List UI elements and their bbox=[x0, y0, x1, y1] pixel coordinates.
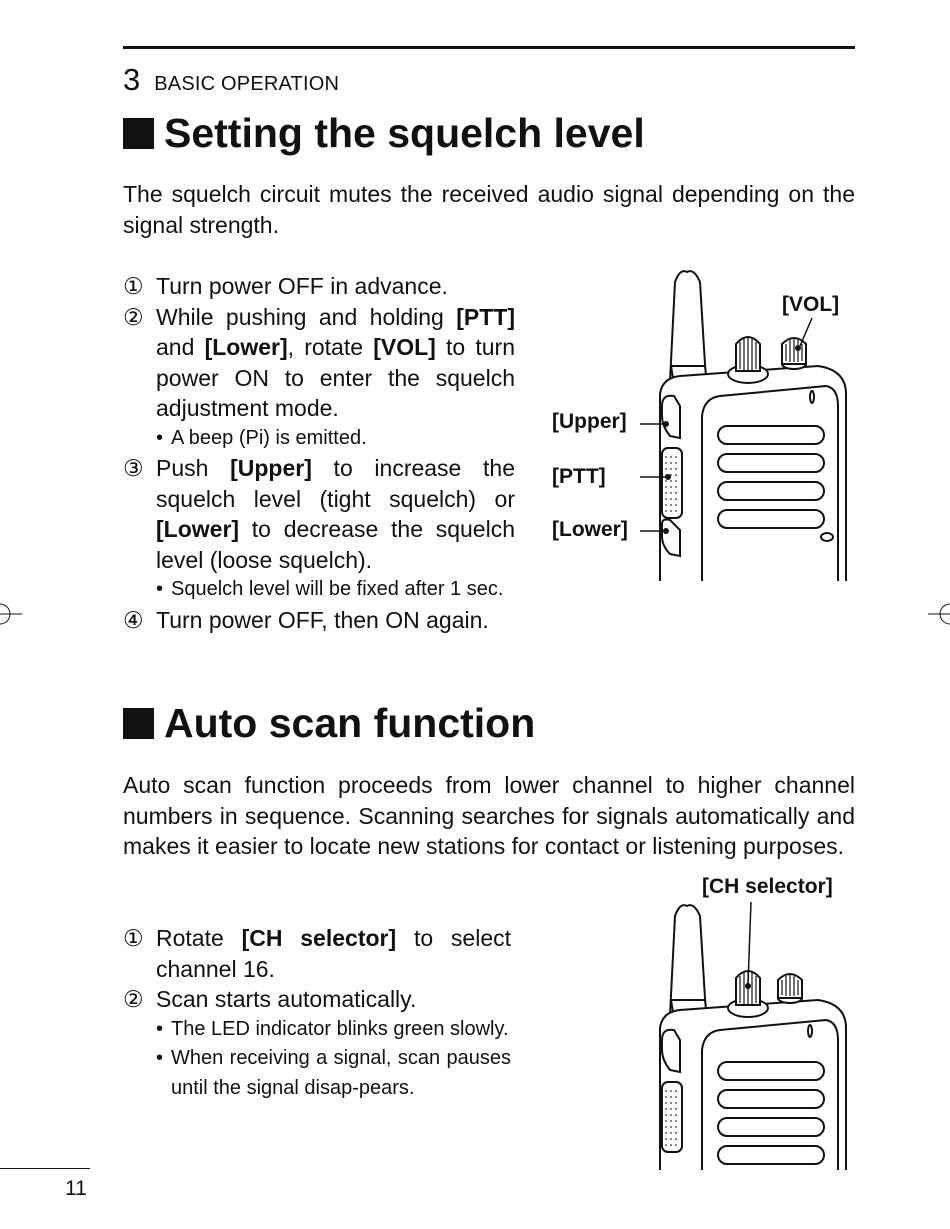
step-2: ② While pushing and holding [PTT] and [L… bbox=[123, 302, 515, 424]
squelch-steps: ① Turn power OFF in advance. ② While pus… bbox=[123, 271, 515, 635]
step-number: ① bbox=[123, 925, 144, 951]
radio-figure-auto-scan bbox=[659, 901, 847, 1170]
label-ch-selector: [CH selector] bbox=[702, 875, 833, 898]
registration-mark-left bbox=[0, 603, 22, 625]
step-number: ④ bbox=[123, 606, 144, 633]
step-text: Push [Upper] to increase the squelch lev… bbox=[156, 455, 515, 573]
label-vol: [VOL] bbox=[782, 293, 840, 316]
step-text: Turn power OFF, then ON again. bbox=[156, 606, 489, 633]
section-heading-squelch: Setting the squelch level bbox=[123, 110, 645, 157]
auto-scan-intro: Auto scan function proceeds from lower c… bbox=[123, 772, 855, 859]
section-title: Auto scan function bbox=[164, 700, 536, 746]
top-rule bbox=[123, 46, 855, 49]
squelch-intro: The squelch circuit mutes the received a… bbox=[123, 181, 855, 238]
step-text: While pushing and holding [PTT] and [Low… bbox=[156, 303, 515, 422]
step-text: Rotate [CH selector] to select channel 1… bbox=[156, 925, 512, 982]
step-number: ② bbox=[123, 986, 144, 1012]
step-1: ① Turn power OFF in advance. bbox=[123, 271, 515, 302]
label-lower: [Lower] bbox=[552, 518, 628, 541]
step-2: ② Scan starts automatically. bbox=[123, 984, 511, 1015]
step-note: • The LED indicator blinks green slowly. bbox=[156, 1017, 509, 1040]
auto-scan-steps: ① Rotate [CH selector] to select channel… bbox=[123, 923, 511, 1103]
page-number: 11 bbox=[65, 1177, 87, 1200]
chapter-title: BASIC OPERATION bbox=[154, 73, 340, 95]
registration-mark-right bbox=[928, 603, 950, 625]
step-4: ④ Turn power OFF, then ON again. bbox=[123, 605, 515, 636]
section-heading-auto-scan: Auto scan function bbox=[123, 700, 535, 747]
label-ptt: [PTT] bbox=[552, 465, 606, 488]
step-1: ① Rotate [CH selector] to select channel… bbox=[123, 923, 511, 984]
step-text: Scan starts automatically. bbox=[156, 986, 417, 1012]
square-bullet-icon bbox=[123, 118, 154, 149]
step-3: ③ Push [Upper] to increase the squelch l… bbox=[123, 453, 515, 575]
step-number: ③ bbox=[123, 455, 144, 481]
radio-figure-squelch bbox=[640, 270, 847, 581]
step-text: Turn power OFF in advance. bbox=[156, 273, 448, 299]
step-note: • When receiving a signal, scan pauses u… bbox=[156, 1047, 511, 1099]
step-note: • Squelch level will be fixed after 1 se… bbox=[156, 578, 504, 600]
square-bullet-icon bbox=[123, 708, 154, 739]
step-number: ① bbox=[123, 273, 144, 299]
chapter-number: 3 bbox=[123, 62, 141, 97]
chapter-header: 3 BASIC OPERATION bbox=[123, 62, 339, 98]
label-upper: [Upper] bbox=[552, 410, 627, 433]
step-note: • A beep (Pi) is emitted. bbox=[156, 426, 367, 449]
footer-rule bbox=[0, 1168, 90, 1169]
step-number: ② bbox=[123, 303, 144, 330]
section-title: Setting the squelch level bbox=[164, 110, 645, 156]
